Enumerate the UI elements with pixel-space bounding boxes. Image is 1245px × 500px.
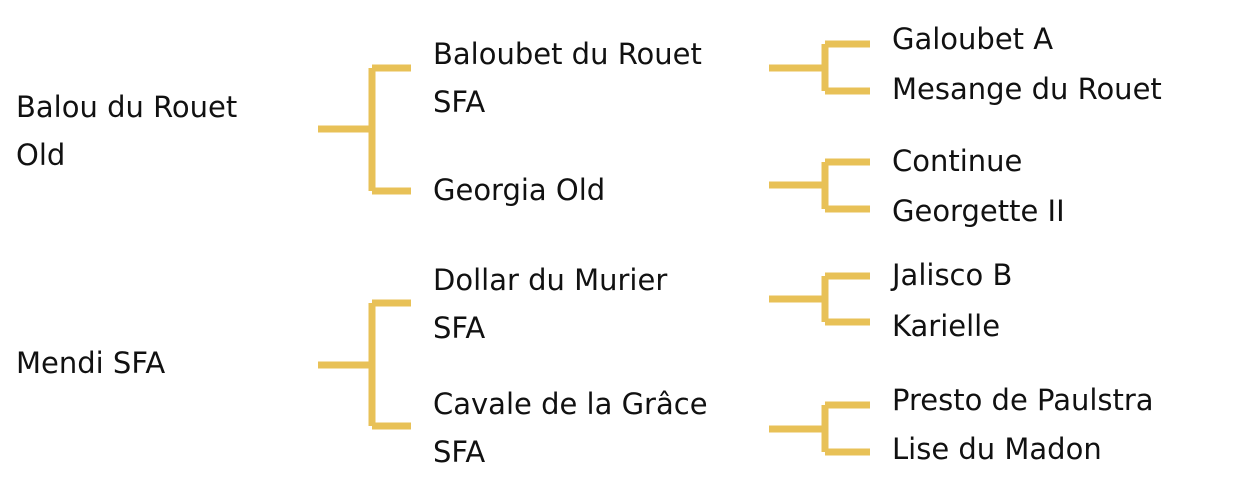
sire-name: Balou du Rouet Old [16, 83, 237, 179]
dam-sire-name: Dollar du Murier SFA [433, 256, 667, 352]
bracket-mendi [318, 299, 411, 430]
sire-dam-name-line1: Georgia Old [433, 173, 606, 207]
sire-dam-name: Georgia Old [433, 166, 605, 214]
dam-dam-dam-name: Lise du Madon [892, 432, 1102, 466]
bracket-baloubet [769, 40, 870, 95]
dam-name-line1: Mendi SFA [16, 346, 166, 380]
sire-dam-dam-name: Georgette II [892, 194, 1065, 228]
dam-dam-name-line2: SFA [433, 435, 486, 469]
dam-sire-dam-name: Karielle [892, 309, 1001, 343]
dam-dam-name-line1: Cavale de la Grâce [433, 387, 708, 421]
dam-name: Mendi SFA [16, 339, 165, 387]
sire-sire-name-line2: SFA [433, 85, 486, 119]
bracket-georgia [769, 158, 870, 213]
bracket-balou [318, 64, 411, 195]
bracket-cavale [769, 401, 870, 456]
sire-dam-sire-name: Continue [892, 144, 1023, 178]
dam-sire-sire-name: Jalisco B [892, 258, 1013, 292]
sire-sire-sire-name: Galoubet A [892, 22, 1054, 56]
sire-name-line2: Old [16, 138, 66, 172]
sire-sire-dam-name: Mesange du Rouet [892, 72, 1162, 106]
bracket-dollar [769, 272, 870, 326]
sire-name-line1: Balou du Rouet [16, 90, 238, 124]
dam-sire-name-line1: Dollar du Murier [433, 263, 668, 297]
dam-dam-sire-name: Presto de Paulstra [892, 383, 1154, 417]
dam-dam-name: Cavale de la Grâce SFA [433, 380, 708, 476]
sire-sire-name: Baloubet du Rouet SFA [433, 30, 702, 126]
dam-sire-name-line2: SFA [433, 311, 486, 345]
sire-sire-name-line1: Baloubet du Rouet [433, 37, 702, 71]
